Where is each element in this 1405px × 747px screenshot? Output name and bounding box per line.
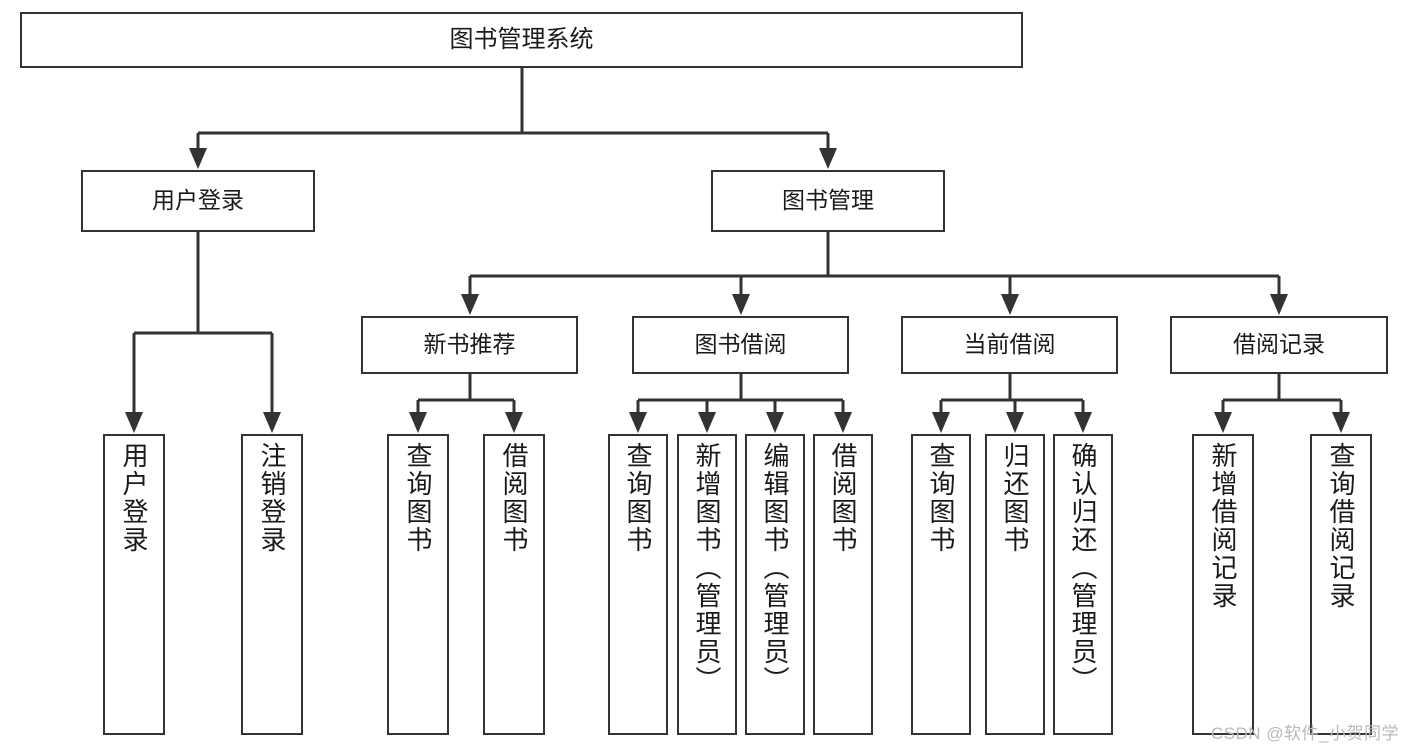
arrowhead-icon bbox=[263, 412, 281, 433]
arrowhead-icon bbox=[409, 412, 427, 433]
node-label: 图书借阅 bbox=[694, 331, 787, 358]
node-label: 确认归还（管理员） bbox=[1068, 442, 1098, 694]
node-current-borrow[interactable]: 当前借阅 bbox=[901, 316, 1118, 374]
node-label: 归还图书 bbox=[1000, 442, 1030, 554]
node-book-manage[interactable]: 图书管理 bbox=[711, 170, 945, 232]
node-label: 用户登录 bbox=[152, 187, 244, 214]
arrowhead-icon bbox=[834, 412, 852, 433]
node-label: 图书管理 bbox=[782, 187, 874, 214]
node-label: 当前借阅 bbox=[963, 331, 1056, 358]
node-leaf-borrow-1[interactable]: 借阅图书 bbox=[483, 434, 545, 735]
node-label: 用户登录 bbox=[119, 442, 149, 554]
node-leaf-query-3[interactable]: 查询图书 bbox=[911, 434, 971, 735]
arrowhead-icon bbox=[732, 294, 750, 315]
arrowhead-icon bbox=[932, 412, 950, 433]
arrowhead-icon bbox=[505, 412, 523, 433]
node-label: 新增图书（管理员） bbox=[692, 442, 722, 694]
node-label: 查询图书 bbox=[926, 442, 956, 554]
node-label: 查询图书 bbox=[623, 442, 653, 554]
arrowhead-icon bbox=[1214, 412, 1232, 433]
node-leaf-logout[interactable]: 注销登录 bbox=[241, 434, 303, 735]
node-label: 新增借阅记录 bbox=[1208, 442, 1238, 610]
node-leaf-add-book[interactable]: 新增图书（管理员） bbox=[677, 434, 737, 735]
arrowhead-icon bbox=[1332, 412, 1350, 433]
node-leaf-user-login[interactable]: 用户登录 bbox=[103, 434, 165, 735]
node-label: 借阅图书 bbox=[828, 442, 858, 554]
node-leaf-add-rec[interactable]: 新增借阅记录 bbox=[1192, 434, 1254, 735]
arrowhead-icon bbox=[629, 412, 647, 433]
node-label: 借阅记录 bbox=[1233, 331, 1325, 358]
arrowhead-icon bbox=[1074, 412, 1092, 433]
node-leaf-query-1[interactable]: 查询图书 bbox=[387, 434, 449, 735]
node-new-book-rec[interactable]: 新书推荐 bbox=[361, 316, 578, 374]
node-leaf-return[interactable]: 归还图书 bbox=[985, 434, 1045, 735]
arrowhead-icon bbox=[1001, 294, 1019, 315]
node-label: 新书推荐 bbox=[423, 331, 516, 358]
node-user-login[interactable]: 用户登录 bbox=[81, 170, 315, 232]
node-label: 查询借阅记录 bbox=[1326, 442, 1356, 610]
arrowhead-icon bbox=[698, 412, 716, 433]
node-leaf-confirm[interactable]: 确认归还（管理员） bbox=[1053, 434, 1113, 735]
node-borrow-record[interactable]: 借阅记录 bbox=[1170, 316, 1388, 374]
node-label: 借阅图书 bbox=[499, 442, 529, 554]
node-label: 图书管理系统 bbox=[449, 25, 594, 53]
node-label: 查询图书 bbox=[403, 442, 433, 554]
arrowhead-icon bbox=[189, 148, 207, 169]
arrowhead-icon bbox=[1270, 294, 1288, 315]
node-label: 注销登录 bbox=[257, 442, 287, 554]
node-label: 编辑图书（管理员） bbox=[760, 442, 790, 694]
arrowhead-icon bbox=[461, 294, 479, 315]
node-leaf-borrow-2[interactable]: 借阅图书 bbox=[813, 434, 873, 735]
node-book-borrow[interactable]: 图书借阅 bbox=[632, 316, 849, 374]
arrowhead-icon bbox=[819, 148, 837, 169]
arrowhead-icon bbox=[125, 412, 143, 433]
node-leaf-query-2[interactable]: 查询图书 bbox=[608, 434, 668, 735]
arrowhead-icon bbox=[1006, 412, 1024, 433]
node-root[interactable]: 图书管理系统 bbox=[20, 12, 1023, 68]
node-leaf-query-rec[interactable]: 查询借阅记录 bbox=[1310, 434, 1372, 735]
arrowhead-icon bbox=[766, 412, 784, 433]
node-leaf-edit-book[interactable]: 编辑图书（管理员） bbox=[745, 434, 805, 735]
